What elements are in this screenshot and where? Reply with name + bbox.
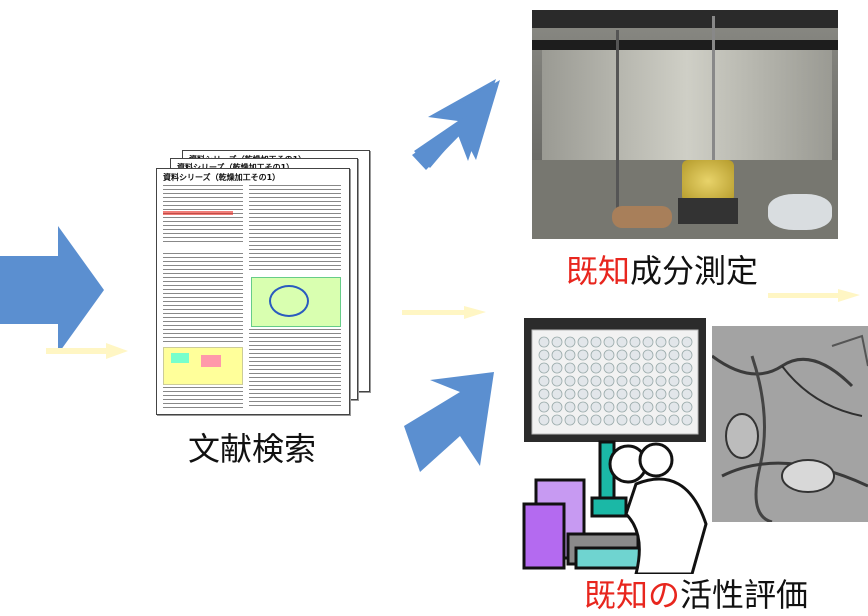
highlight-text: 既知の — [584, 576, 681, 614]
lab-equipment-photo — [532, 10, 838, 239]
known-activity-evaluation-label: 既知の活性評価 — [584, 570, 808, 616]
literature-search-label: 文献検索 — [188, 430, 317, 468]
researcher-microscope-clipart — [522, 440, 708, 574]
well-plate-photo — [524, 318, 706, 442]
label-text: 成分測定 — [630, 252, 759, 290]
label-text: 活性評価 — [680, 576, 809, 614]
highlight-text: 既知 — [566, 252, 631, 290]
document-page-front: 資料シリーズ（乾燥加工その1） — [156, 168, 350, 415]
document-title: 資料シリーズ（乾燥加工その1） — [177, 162, 294, 173]
faint-arrow-left — [46, 343, 128, 359]
document-title: 資料シリーズ（乾燥加工その1） — [163, 173, 281, 182]
faint-arrow-right — [768, 289, 860, 302]
known-component-measurement-label: 既知成分測定 — [566, 246, 758, 292]
faint-arrow-middle — [402, 306, 486, 319]
down-right-arrow — [404, 372, 494, 472]
cell-microscopy-photo — [712, 326, 868, 522]
up-right-arrow — [412, 79, 500, 170]
